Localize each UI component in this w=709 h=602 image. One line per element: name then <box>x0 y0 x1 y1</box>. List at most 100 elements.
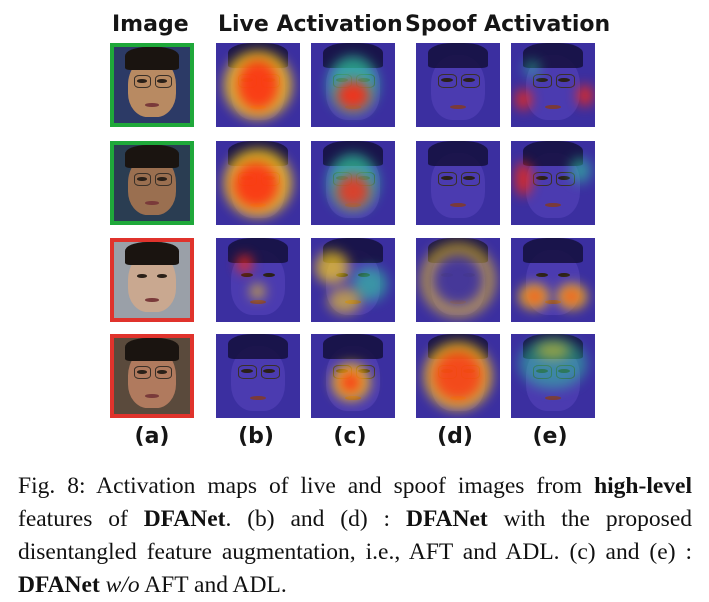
header-image: Image <box>112 12 189 37</box>
activation-map <box>216 238 300 322</box>
activation-map <box>511 334 595 418</box>
activation-map <box>511 141 595 225</box>
eye-shape <box>463 78 475 83</box>
heat-blob <box>515 89 532 111</box>
activation-map <box>311 43 395 127</box>
activation-map <box>416 238 500 322</box>
glasses-shape <box>133 173 151 186</box>
input-face-image <box>110 43 194 127</box>
eye-shape <box>263 273 275 278</box>
mouth-shape <box>450 105 466 110</box>
eye-shape <box>156 273 168 278</box>
mouth-shape <box>145 103 159 108</box>
activation-map <box>511 43 595 127</box>
heat-blob <box>237 254 253 274</box>
glasses-shape <box>556 74 576 88</box>
glasses-shape <box>237 365 257 379</box>
mouth-shape <box>250 300 266 305</box>
input-face-image <box>110 141 194 225</box>
activation-map <box>511 238 595 322</box>
eye-shape <box>558 176 570 181</box>
heat-blob <box>432 254 484 306</box>
glasses-shape <box>155 366 173 379</box>
heat-blob <box>315 250 349 285</box>
hair-shape <box>124 145 180 168</box>
glasses-shape <box>532 74 552 88</box>
eye-shape <box>441 176 453 181</box>
caption-bold-dfanet-3: DFANet <box>18 572 100 598</box>
eye-shape <box>536 78 548 83</box>
figure-caption: Fig. 8: Activation maps of live and spoo… <box>18 470 692 602</box>
heat-blob <box>327 288 362 314</box>
caption-bold-high-level: high-level <box>594 473 692 499</box>
eye-shape <box>463 176 475 181</box>
hair-shape <box>124 242 180 265</box>
heat-blob <box>576 85 594 106</box>
hair-shape <box>522 238 584 264</box>
label-b: (b) <box>238 424 274 449</box>
hair-shape <box>322 334 384 360</box>
label-a: (a) <box>134 424 170 449</box>
caption-bold-dfanet-2: DFANet <box>405 506 488 532</box>
mouth-shape <box>250 396 266 401</box>
caption-text-4: with the proposed disentangled feature a… <box>18 506 693 565</box>
heat-blob <box>563 290 580 303</box>
mouth-shape <box>545 203 561 208</box>
heat-blob <box>340 371 362 393</box>
eye-shape <box>536 273 548 278</box>
glasses-shape <box>261 365 281 379</box>
mouth-shape <box>450 203 466 208</box>
glasses-shape <box>133 75 151 88</box>
heat-blob <box>523 59 541 77</box>
activation-map <box>416 334 500 418</box>
heat-blob <box>336 80 370 111</box>
activation-map <box>216 43 300 127</box>
heat-blob <box>432 350 484 402</box>
header-live-activation: Live Activation <box>218 12 403 37</box>
activation-map <box>311 238 395 322</box>
glasses-shape <box>133 366 151 379</box>
heat-blob <box>249 284 265 300</box>
eye-shape <box>241 369 253 374</box>
hair-shape <box>124 338 180 361</box>
eye-shape <box>263 369 275 374</box>
eye-shape <box>558 78 570 83</box>
heat-blob <box>232 162 279 209</box>
mouth-shape <box>545 396 561 401</box>
eye-shape <box>156 369 168 374</box>
heat-blob <box>536 342 570 360</box>
heat-blob <box>336 174 370 209</box>
heat-blob <box>515 162 532 196</box>
label-e: (e) <box>532 424 568 449</box>
eye-shape <box>156 78 168 83</box>
eye-shape <box>136 78 148 83</box>
mouth-shape <box>545 105 561 110</box>
hair-shape <box>227 334 289 360</box>
glasses-shape <box>461 172 481 186</box>
glasses-shape <box>155 75 173 88</box>
label-c: (c) <box>333 424 367 449</box>
mouth-shape <box>545 300 561 305</box>
input-face-image <box>110 238 194 322</box>
caption-italic-wo: w/o <box>99 572 140 598</box>
heat-blob <box>237 59 279 111</box>
eye-shape <box>136 176 148 181</box>
caption-text-2: features of <box>18 506 144 532</box>
eye-shape <box>241 273 253 278</box>
heat-blob <box>526 290 543 303</box>
mouth-shape <box>145 394 159 399</box>
mouth-shape <box>145 298 159 303</box>
hair-shape <box>427 141 489 167</box>
glasses-shape <box>532 172 552 186</box>
activation-map <box>311 334 395 418</box>
eye-shape <box>536 176 548 181</box>
glasses-shape <box>437 74 457 88</box>
activation-map <box>311 141 395 225</box>
glasses-shape <box>461 74 481 88</box>
hair-shape <box>124 47 180 70</box>
eye-shape <box>136 369 148 374</box>
label-d: (d) <box>437 424 473 449</box>
caption-text-1: Fig. 8: Activation maps of live and spoo… <box>18 473 595 499</box>
caption-text-3: . (b) and (d) : <box>225 506 406 532</box>
activation-map <box>216 141 300 225</box>
